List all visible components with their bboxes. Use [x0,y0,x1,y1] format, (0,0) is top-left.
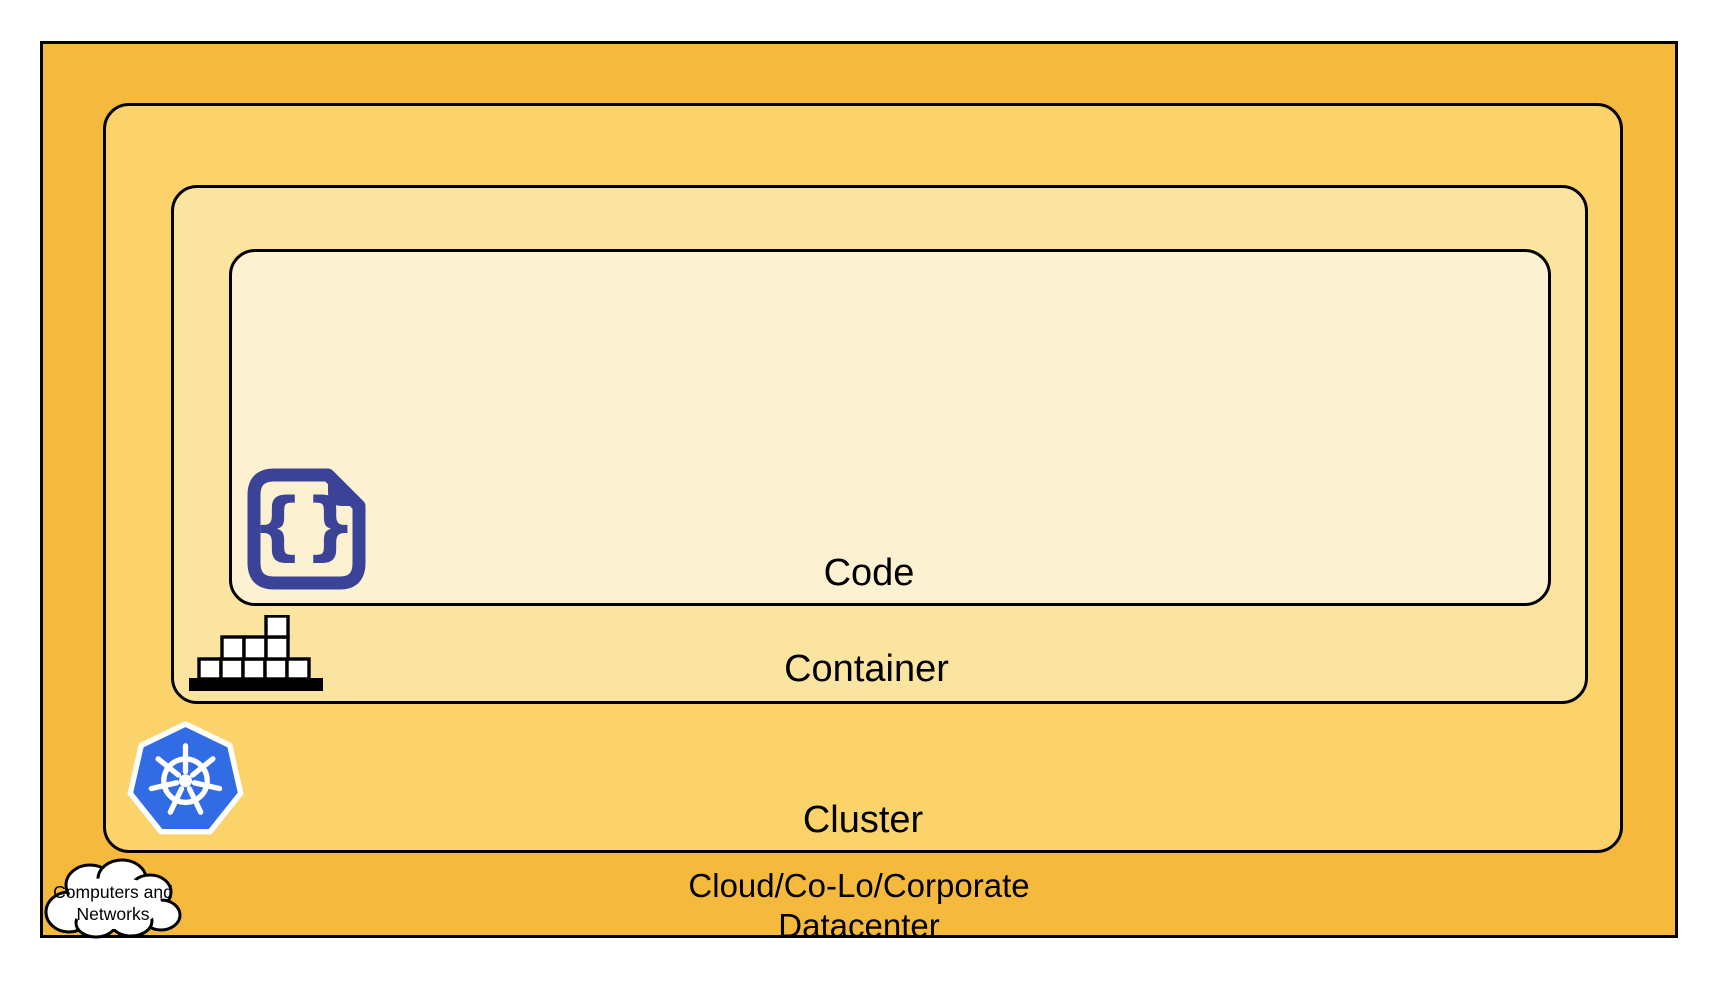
kubernetes-wheel [148,743,223,815]
cluster-label: Cluster [802,799,924,841]
datacenter-label-line1: Cloud/Co-Lo/Corporate [688,867,1030,904]
code-label: Code [823,552,915,594]
code-file-fold [328,469,365,506]
container-box: {} Code [171,185,1588,704]
container-bricks-icon [189,615,323,691]
code-braces-glyph: {} [251,483,356,569]
kubernetes-icon [127,721,244,835]
container-label: Container [784,648,949,690]
kubernetes-wheel-hub [178,774,193,788]
cloud-inner-fill [67,877,161,929]
brick-base-platform [189,678,323,691]
datacenter-label-line2: Datacenter [778,907,940,944]
cloud-label-line1: Computers and [53,882,173,902]
cluster-box: {} Code [103,103,1623,853]
cloud-icon: Computers and Networks [44,858,182,939]
code-file-outline [247,468,366,590]
datacenter-box: {} Code [40,41,1678,944]
code-file-icon: {} [247,468,366,590]
datacenter-label: Cloud/Co-Lo/Corporate Datacenter [43,866,1675,946]
cloud-label-line2: Networks [77,904,150,924]
code-box: {} Code [229,249,1551,606]
